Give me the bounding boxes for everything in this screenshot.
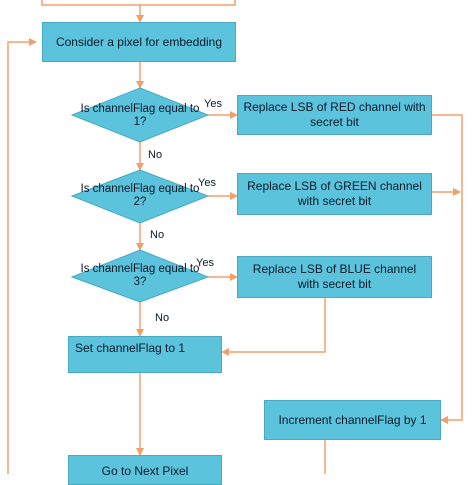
arrow-blue-to-setflag	[221, 298, 326, 356]
flowchart: Consider a pixel for embedding Is channe…	[7, 0, 463, 485]
increment-flag-box: Increment channelFlag by 1	[264, 400, 441, 440]
decision-blue-text: Is channelFlag equal to 3?	[80, 263, 200, 288]
consider-pixel-box: Consider a pixel for embedding	[42, 22, 236, 62]
flowchart-connectors	[7, 0, 463, 474]
decision-green-text: Is channelFlag equal to 2?	[80, 183, 200, 208]
goto-next-box: Go to Next Pixel	[68, 455, 222, 485]
consider-pixel-text: Consider a pixel for embedding	[55, 34, 223, 49]
replace-blue-box: Replace LSB of BLUE channel with secret …	[237, 256, 432, 298]
decision-blue-shape	[70, 249, 210, 303]
replace-green-text: Replace LSB of GREEN channel with secret…	[247, 179, 422, 208]
replace-blue-text: Replace LSB of BLUE channel with secret …	[252, 262, 417, 291]
no-label-green: No	[150, 229, 165, 241]
decision-red-text: Is channelFlag equal to 1?	[80, 103, 200, 128]
decision-green-shape	[70, 169, 210, 224]
no-label-red: No	[148, 149, 163, 161]
set-flag-text: Set channelFlag to 1	[75, 341, 186, 355]
arrow-loop-back	[7, 38, 37, 474]
arrow-red-to-increment	[432, 114, 463, 424]
yes-label-blue: Yes	[196, 257, 214, 269]
no-label-blue: No	[155, 312, 170, 324]
replace-red-box: Replace LSB of RED channel with secret b…	[237, 95, 432, 135]
yes-label-red: Yes	[204, 98, 222, 110]
replace-red-text: Replace LSB of RED channel with secret b…	[243, 100, 426, 129]
decision-red-shape	[70, 87, 210, 143]
yes-label-green: Yes	[198, 177, 216, 189]
set-flag-box: Set channelFlag to 1	[68, 336, 222, 373]
previous-step-box-edge	[41, 0, 236, 6]
goto-next-text: Go to Next Pixel	[101, 464, 189, 478]
increment-flag-text: Increment channelFlag by 1	[278, 412, 427, 427]
replace-green-box: Replace LSB of GREEN channel with secret…	[237, 173, 432, 215]
